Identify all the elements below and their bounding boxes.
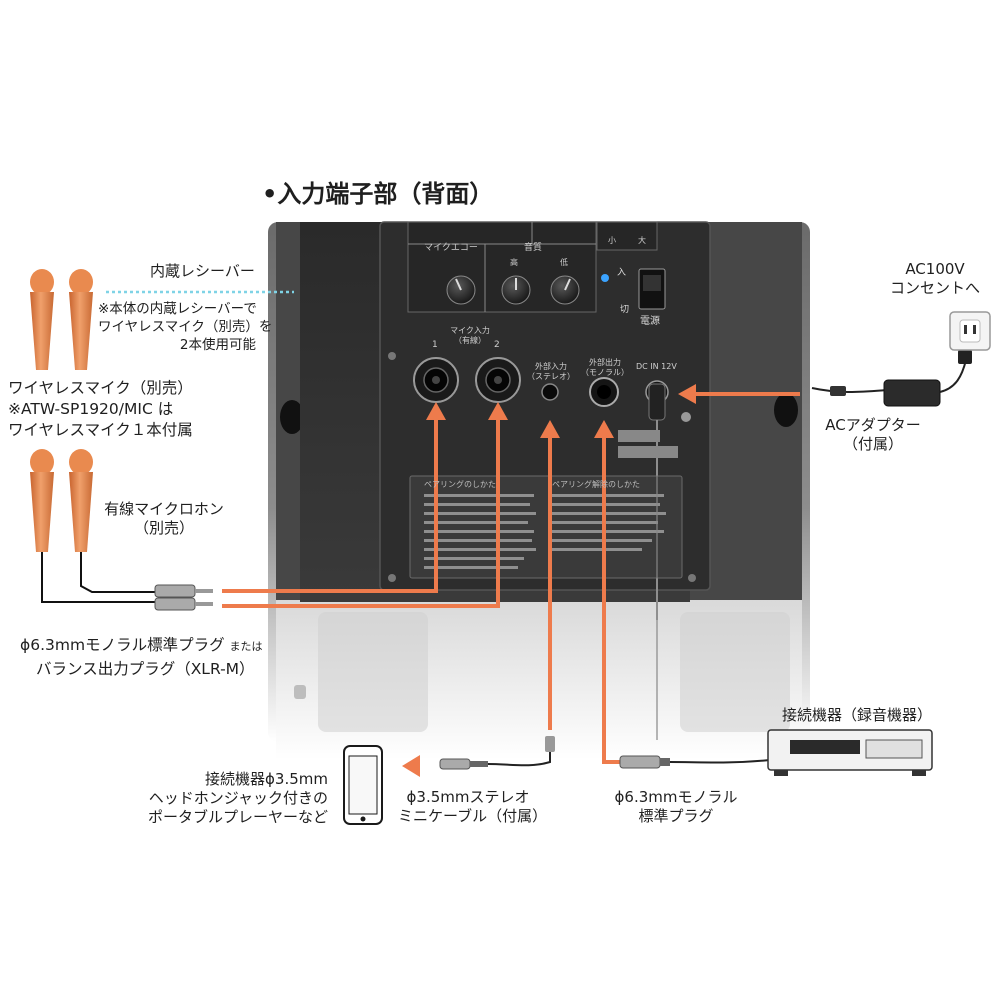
mic-input-jack-1	[413, 357, 459, 403]
ext-input-label: 外部入力 （ステレオ）	[527, 362, 575, 381]
plug-note: ϕ6.3mmモノラル標準プラグ または バランス出力プラグ（XLR-M）	[20, 636, 263, 678]
ac-adapter-label: ACアダプター （付属）	[825, 416, 921, 453]
mic-echo-label: マイクエコー	[424, 243, 478, 253]
phone-icon	[343, 745, 383, 825]
rear-panel	[300, 221, 711, 620]
mini-cable-label: ϕ3.5mmステレオ ミニケーブル（付属）	[398, 788, 548, 825]
ext-output-label: 外部出力 （モノラル）	[581, 358, 629, 377]
page-title: •入力端子部（背面）	[262, 180, 494, 208]
mic-arrow-2	[222, 416, 500, 608]
mic-arrow-1	[222, 416, 438, 593]
ac-adapter-icon	[811, 350, 972, 407]
outlet-icon	[949, 311, 991, 351]
recorder-label: 接続機器（録音機器）	[782, 706, 933, 724]
mono-cable-icon	[619, 755, 771, 769]
mini-cable-icon	[439, 736, 555, 770]
wireless-mic-label: ワイヤレスマイク（別売） ※ATW-SP1920/MIC は ワイヤレスマイク１…	[8, 379, 193, 439]
mic2-label: 2	[494, 340, 500, 350]
pairing-title-left: ペアリングのしかた	[424, 480, 496, 489]
phone-device-label: 接続機器ϕ3.5mm ヘッドホンジャック付きの ポータブルプレーヤーなど	[147, 770, 328, 826]
wired-mic-label: 有線マイクロホン （別売）	[104, 500, 224, 537]
wireless-mic-icon	[30, 269, 93, 370]
phone-arrow	[402, 755, 420, 777]
receiver-label: 内蔵レシーバー	[150, 262, 255, 280]
volume-large-label: 大	[638, 236, 646, 245]
recorder-icon	[767, 729, 933, 776]
volume-small-label: 小	[608, 236, 616, 245]
dc-in-label: DC IN 12V	[636, 362, 677, 371]
pairing-title-right: ペアリング解除のしかた	[552, 480, 640, 489]
tone-low-label: 低	[560, 258, 568, 267]
receiver-note: ※本体の内蔵レシーバーで ワイヤレスマイク（別売）を 2本使用可能	[98, 301, 273, 353]
power-off-label: 切	[620, 305, 630, 315]
mic-input-jack-2	[475, 357, 521, 403]
ext-input-jack	[541, 383, 559, 401]
mic1-label: 1	[432, 340, 438, 350]
mic-input-label: マイク入力 （有線）	[450, 326, 490, 345]
power-on-label: 入	[617, 268, 627, 278]
ac-outlet-label: AC100V コンセントへ	[889, 260, 980, 297]
ext-output-jack	[589, 377, 619, 407]
ext-output-arrow	[602, 436, 620, 764]
tone-label: 音質	[524, 243, 543, 253]
wired-mic-icon	[30, 449, 213, 611]
power-label: 電源	[640, 316, 660, 327]
mono-plug-label: ϕ6.3mmモノラル 標準プラグ	[614, 788, 738, 825]
tone-high-label: 高	[510, 258, 518, 267]
